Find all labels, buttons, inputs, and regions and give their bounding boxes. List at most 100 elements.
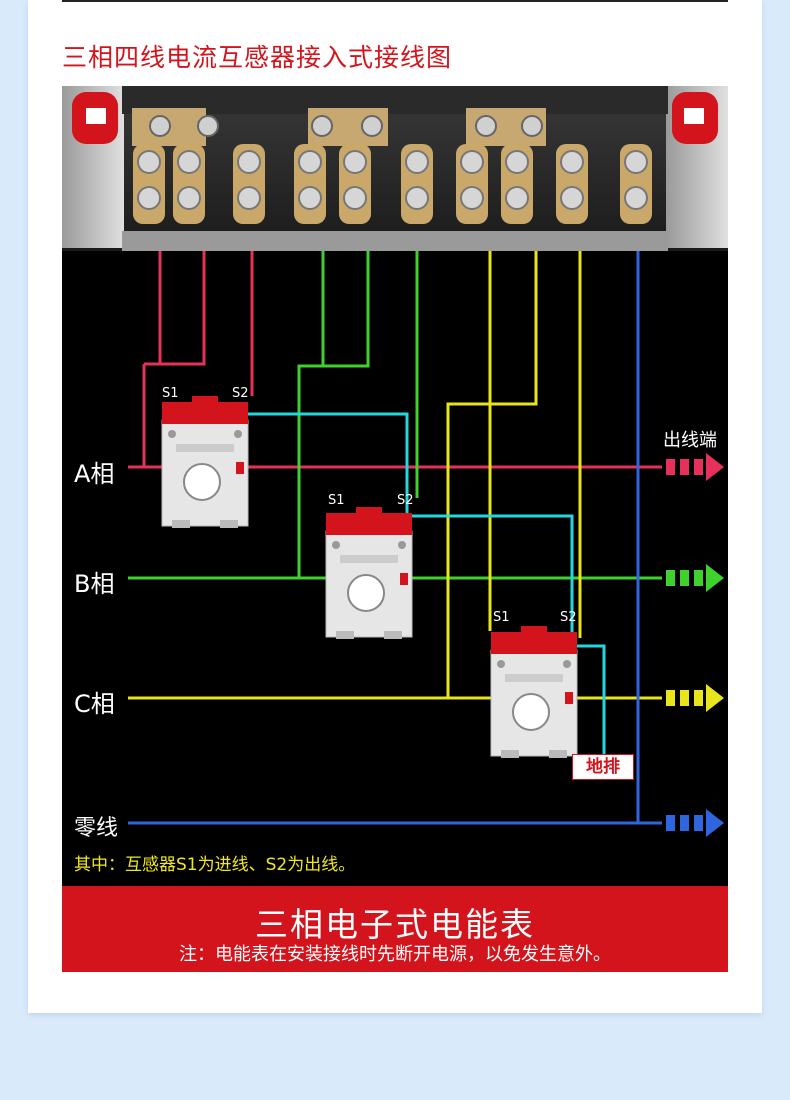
ct-cap — [162, 402, 248, 424]
ct-c-s2-label: S2 — [560, 610, 577, 625]
ground-bar-label: 地排 — [572, 754, 634, 780]
phase-c-voltage-wire — [446, 251, 538, 698]
phase-c-label: C相 — [74, 690, 115, 718]
terminal-screw-upper — [505, 150, 529, 174]
ct-label-mark — [565, 692, 573, 704]
terminal-screw-lower — [624, 186, 648, 210]
left-seal-mark — [86, 108, 106, 124]
ct-bolt — [398, 541, 406, 549]
ct-label-mark — [236, 462, 244, 474]
terminal-screw-upper — [237, 150, 261, 174]
phase-b-label: B相 — [74, 570, 115, 598]
arrow-dash — [694, 459, 703, 475]
product-banner: 三相电子式电能表 注：电能表在安装接线时先断开电源，以免发生意外。 — [62, 886, 728, 972]
terminal-screw-upper — [405, 150, 429, 174]
phase-a-label: A相 — [74, 460, 115, 488]
wiring-svg — [62, 86, 728, 837]
terminal-number-strip — [122, 231, 668, 251]
arrow-head — [706, 564, 724, 592]
ct-cap — [491, 632, 577, 654]
arrow-dash — [680, 459, 689, 475]
terminal-screw-upper — [560, 150, 584, 174]
banner-title: 三相电子式电能表 — [255, 905, 535, 944]
ct-cap — [326, 513, 412, 535]
ct-bolt — [168, 430, 176, 438]
output-arrows — [666, 453, 724, 837]
right-seal-mark — [684, 108, 704, 124]
ct-bolt — [332, 541, 340, 549]
ct-window — [183, 463, 221, 501]
arrow-dash — [694, 815, 703, 831]
terminal-screw-lower — [505, 186, 529, 210]
terminal-screw-lower — [460, 186, 484, 210]
ct-cap-top — [192, 396, 218, 406]
ct-c-s1-label: S1 — [493, 610, 510, 625]
terminal-screw-lower — [177, 186, 201, 210]
output-arrow-a — [666, 453, 724, 481]
output-arrow-b — [666, 564, 724, 592]
link-screw — [149, 115, 171, 137]
phase-b-s1-wire — [297, 251, 325, 578]
link-screw — [197, 115, 219, 137]
output-arrow-c — [666, 684, 724, 712]
ct-foot — [336, 631, 354, 639]
ct-cap-top — [521, 626, 547, 636]
ct-foot — [501, 750, 519, 758]
top-divider — [62, 0, 728, 2]
banner-note: 注：电能表在安装接线时先断开电源，以免发生意外。 — [179, 944, 611, 965]
ct-foot — [549, 750, 567, 758]
ct-phase-c — [490, 626, 578, 758]
meter-terminal-block — [62, 86, 728, 251]
phase-a-s1-link — [160, 251, 206, 366]
ct-nameplate — [340, 555, 398, 563]
ct-label-mark — [400, 573, 408, 585]
arrow-dash — [666, 690, 675, 706]
terminal-screw-upper — [624, 150, 648, 174]
phase-b-voltage-link — [323, 251, 370, 368]
arrow-head — [706, 684, 724, 712]
arrow-dash — [680, 570, 689, 586]
arrow-dash — [694, 690, 703, 706]
neutral-label: 零线 — [74, 816, 119, 841]
ct-phase-b — [325, 507, 413, 639]
arrow-dash — [666, 815, 675, 831]
arrow-dash — [694, 570, 703, 586]
terminal-screw-lower — [237, 186, 261, 210]
link-screw — [521, 115, 543, 137]
arrow-dash — [680, 690, 689, 706]
arrow-head — [706, 809, 724, 837]
ct-b-secondary — [405, 467, 574, 646]
terminal-screw-lower — [137, 186, 161, 210]
ct-bolt — [497, 660, 505, 668]
terminal-screw-lower — [298, 186, 322, 210]
link-screw — [475, 115, 497, 137]
ct-c-secondary — [574, 644, 606, 754]
ct-foot — [384, 631, 402, 639]
page-title: 三相四线电流互感器接入式接线图 — [62, 43, 453, 72]
ct-a-s2-label: S2 — [232, 386, 249, 401]
ct-window — [512, 693, 550, 731]
output-terminal-label: 出线端 — [663, 430, 717, 451]
terminal-screw-upper — [343, 150, 367, 174]
ct-bolt — [234, 430, 242, 438]
terminal-screw-lower — [560, 186, 584, 210]
link-screw — [361, 115, 383, 137]
arrow-head — [706, 453, 724, 481]
terminal-screw-upper — [137, 150, 161, 174]
ct-bolt — [563, 660, 571, 668]
terminal-screw-upper — [460, 150, 484, 174]
ct-b-s2-label: S2 — [397, 493, 414, 508]
ct-window — [347, 574, 385, 612]
arrow-dash — [666, 459, 675, 475]
wires — [128, 251, 662, 825]
terminal-screw-upper — [177, 150, 201, 174]
output-arrow-neutral — [666, 809, 724, 837]
ct-b-s1-label: S1 — [328, 493, 345, 508]
ct-nameplate — [505, 674, 563, 682]
ct-nameplate — [176, 444, 234, 452]
terminal-screw-upper — [298, 150, 322, 174]
link-screw — [311, 115, 333, 137]
terminal-screw-lower — [343, 186, 367, 210]
arrow-dash — [680, 815, 689, 831]
ct-foot — [172, 520, 190, 528]
